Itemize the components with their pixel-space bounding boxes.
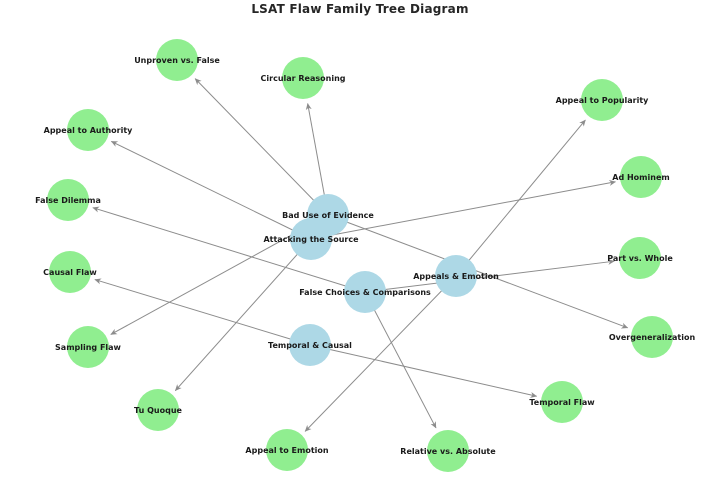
edge-appeals-to-popularity	[455, 119, 586, 277]
node-label-false-choices: False Choices & Comparisons	[299, 288, 431, 297]
node-label-false-dilemma: False Dilemma	[35, 196, 101, 205]
node-layer	[47, 39, 673, 472]
edge-temporal-to-causal	[94, 278, 311, 346]
edge-bad-use-to-unproven	[194, 78, 329, 216]
node-label-appeals: Appeals & Emotion	[413, 272, 499, 281]
edge-attacking-to-authority	[110, 140, 312, 240]
edge-false-choices-to-false-dilemma	[92, 206, 366, 293]
node-label-authority: Appeal to Authority	[44, 126, 134, 135]
node-label-ad-hominem: Ad Hominem	[612, 173, 669, 182]
node-circular	[282, 57, 324, 99]
node-label-bad-use: Bad Use of Evidence	[282, 211, 374, 220]
node-temporal-flaw	[541, 381, 583, 423]
node-appeals	[435, 255, 477, 297]
node-ad-hominem	[620, 156, 662, 198]
node-causal	[49, 251, 91, 293]
node-label-part-whole: Part vs. Whole	[607, 254, 673, 263]
node-label-temporal-flaw: Temporal Flaw	[529, 398, 595, 407]
node-label-temporal: Temporal & Causal	[268, 341, 352, 350]
node-label-sampling: Sampling Flaw	[55, 343, 122, 352]
node-label-tu-quoque: Tu Quoque	[134, 406, 182, 415]
edge-appeals-to-emotion	[304, 275, 457, 432]
node-unproven	[156, 39, 198, 81]
node-false-choices	[344, 271, 386, 313]
node-emotion	[266, 429, 308, 471]
edge-bad-use-to-overgen	[327, 214, 629, 329]
node-label-relative: Relative vs. Absolute	[400, 447, 496, 456]
edge-attacking-to-tu-quoque	[174, 238, 312, 392]
node-sampling	[67, 326, 109, 368]
node-relative	[427, 430, 469, 472]
node-part-whole	[619, 237, 661, 279]
edge-layer	[92, 78, 629, 432]
node-tu-quoque	[137, 389, 179, 431]
node-label-emotion: Appeal to Emotion	[245, 446, 328, 455]
node-label-circular: Circular Reasoning	[261, 74, 346, 83]
edge-attacking-to-ad-hominem	[310, 180, 616, 240]
edge-false-choices-to-part-whole	[364, 258, 615, 293]
node-label-attacking: Attacking the Source	[263, 235, 359, 244]
node-attacking	[290, 218, 332, 260]
node-label-overgen: Overgeneralization	[609, 333, 696, 342]
node-label-unproven: Unproven vs. False	[134, 56, 220, 65]
node-temporal	[289, 324, 331, 366]
node-label-causal: Causal Flaw	[43, 268, 97, 277]
node-label-popularity: Appeal to Popularity	[556, 96, 650, 105]
node-popularity	[581, 79, 623, 121]
node-authority	[67, 109, 109, 151]
diagram-title: LSAT Flaw Family Tree Diagram	[251, 2, 469, 16]
node-overgen	[631, 316, 673, 358]
edge-false-choices-to-relative	[364, 291, 437, 429]
edge-temporal-to-temporal-flaw	[309, 344, 538, 398]
node-false-dilemma	[47, 179, 89, 221]
